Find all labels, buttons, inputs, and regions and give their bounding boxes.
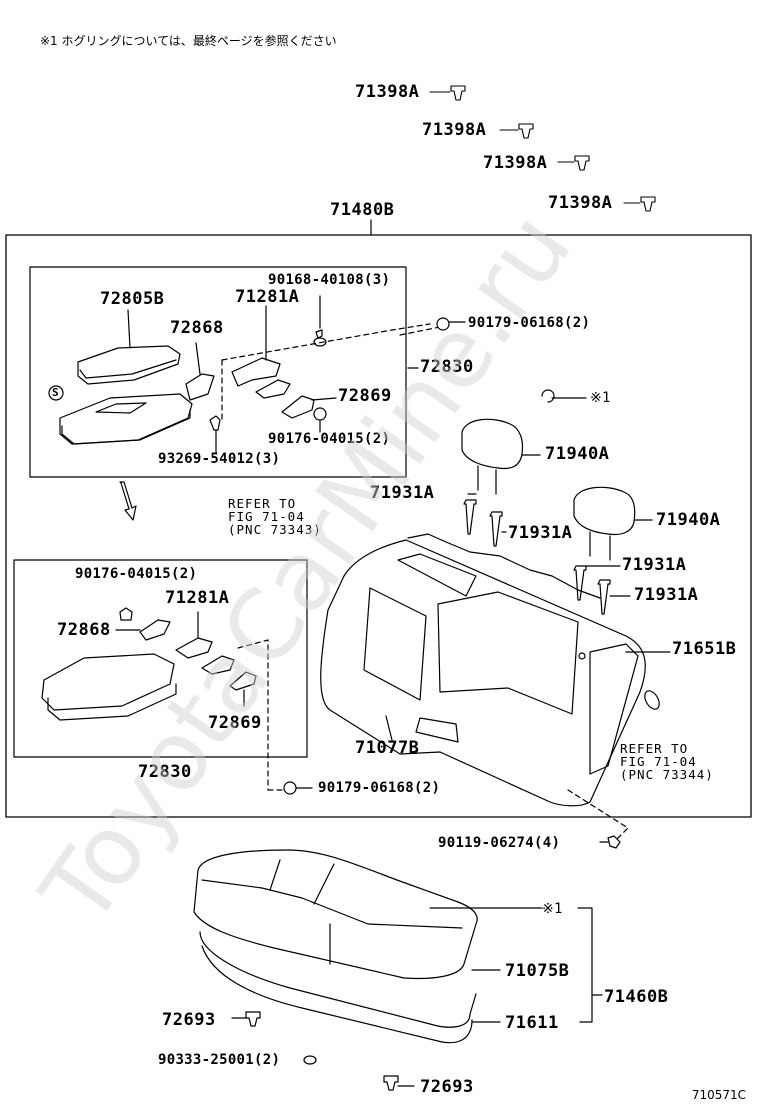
headrests xyxy=(461,418,653,561)
nut-90179-top xyxy=(436,317,466,331)
label-72693-2: 72693 xyxy=(420,1077,474,1097)
armrest-box-upper xyxy=(29,266,407,478)
clip-71398A-icons xyxy=(429,85,656,212)
fastener-71651B xyxy=(644,690,660,710)
label-90176-upper: 90176-04015(2) xyxy=(268,431,391,447)
label-71398A-4: 71398A xyxy=(548,193,613,213)
label-71651B: 71651B xyxy=(672,639,737,659)
label-71281A-lower: 71281A xyxy=(165,588,230,608)
nut-90179-bottom xyxy=(267,781,313,795)
refer-note-73344: REFER TO FIG 71-04 (PNC 73344) xyxy=(620,741,714,782)
label-71931A-4: 71931A xyxy=(634,585,699,605)
label-s-mark: S xyxy=(52,386,59,399)
label-71077B: 71077B xyxy=(355,738,420,758)
seat-cushion-71075B xyxy=(193,849,603,1044)
label-71940A-2: 71940A xyxy=(656,510,721,530)
refer-note-73343: REFER TO FIG 71-04 (PNC 73343) xyxy=(228,496,322,537)
label-72830-upper: 72830 xyxy=(420,357,474,377)
label-72830-lower: 72830 xyxy=(138,762,192,782)
label-72868-lower: 72868 xyxy=(57,620,111,640)
label-90168: 90168-40108(3) xyxy=(268,272,391,288)
label-71940A-1: 71940A xyxy=(545,444,610,464)
label-star1-top: ※1 xyxy=(590,390,611,406)
seat-back-71077B xyxy=(320,533,671,807)
label-71460B: 71460B xyxy=(604,987,669,1007)
label-72869-upper: 72869 xyxy=(338,386,392,406)
assembly-box-71480B xyxy=(5,234,752,818)
label-72693-1: 72693 xyxy=(162,1010,216,1030)
clips-72693 xyxy=(231,1011,415,1091)
label-71480B: 71480B xyxy=(330,200,395,220)
label-71398A-3: 71398A xyxy=(483,153,548,173)
screw-90119 xyxy=(567,789,629,849)
label-93269: 93269-54012(3) xyxy=(158,451,281,467)
hog-ring-note: ※1 ホグリングについては、最終ページを参照ください xyxy=(40,34,337,48)
hog-ring-icon xyxy=(541,389,587,403)
label-71931A-2: 71931A xyxy=(508,523,573,543)
label-71931A-3: 71931A xyxy=(622,555,687,575)
armrest-lower-parts xyxy=(41,607,269,791)
view-arrow xyxy=(119,481,137,521)
label-72805B: 72805B xyxy=(100,289,165,309)
label-71281A-upper: 71281A xyxy=(235,287,300,307)
label-71398A-1: 71398A xyxy=(355,82,420,102)
label-72869-lower: 72869 xyxy=(208,713,262,733)
armrest-upper-parts xyxy=(48,295,441,453)
label-star1-bottom: ※1 xyxy=(542,901,563,917)
label-90179-bottom: 90179-06168(2) xyxy=(318,780,441,796)
label-71075B: 71075B xyxy=(505,961,570,981)
label-90179-top: 90179-06168(2) xyxy=(468,315,591,331)
figure-code: 710571C xyxy=(691,1088,746,1102)
armrest-box-lower xyxy=(13,559,308,758)
label-71931A-1: 71931A xyxy=(370,483,435,503)
label-71611: 71611 xyxy=(505,1013,559,1033)
label-90176-lower: 90176-04015(2) xyxy=(75,566,198,582)
label-72868-upper: 72868 xyxy=(170,318,224,338)
label-71398A-2: 71398A xyxy=(422,120,487,140)
headrest-supports xyxy=(463,493,631,615)
label-90119: 90119-06274(4) xyxy=(438,835,561,851)
label-90333: 90333-25001(2) xyxy=(158,1052,281,1068)
